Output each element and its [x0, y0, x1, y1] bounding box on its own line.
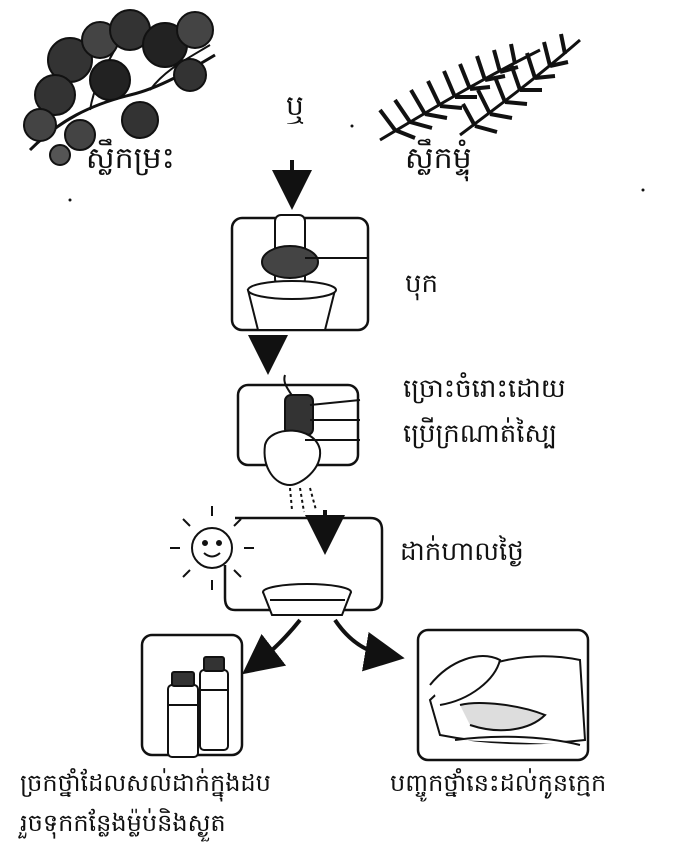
applying-hands-icon: [430, 656, 585, 745]
apply-outcome-label: បញ្ចូកថ្នាំនេះដល់កូនក្មេក: [390, 770, 606, 798]
pound-step-label: បុក: [405, 270, 438, 300]
store-outcome-label-2: រួចទុកកន្លែងម្ល៉ប់និងស្ងួត: [20, 810, 226, 838]
connector-label: ឬ: [286, 90, 304, 122]
fern-leaf-plant-icon: [380, 34, 580, 140]
plant-left-label: ស្លឹកម្រះ: [86, 142, 175, 177]
squeeze-step-label-2: ប្រើក្រណាត់ស្បៃ: [403, 420, 557, 450]
plant-right-label: ស្លឹកម្ទុំ: [405, 142, 472, 177]
medicine-bottles-icon: [168, 657, 228, 757]
sun-step-label: ដាក់ហាលថ្ងៃ: [400, 538, 524, 568]
arrow-to-bottles: [258, 620, 300, 662]
arrow-to-apply: [335, 620, 385, 655]
squeeze-step-label-1: ច្រោះចំរោះដោយ: [403, 375, 566, 405]
cloth-squeeze-icon: [265, 375, 360, 512]
store-outcome-label-1: ច្រកថ្នាំដែលសល់ដាក់ក្នុងដប: [20, 770, 271, 798]
mortar-pestle-icon: [248, 215, 368, 330]
drying-bowl-icon: [263, 584, 351, 615]
